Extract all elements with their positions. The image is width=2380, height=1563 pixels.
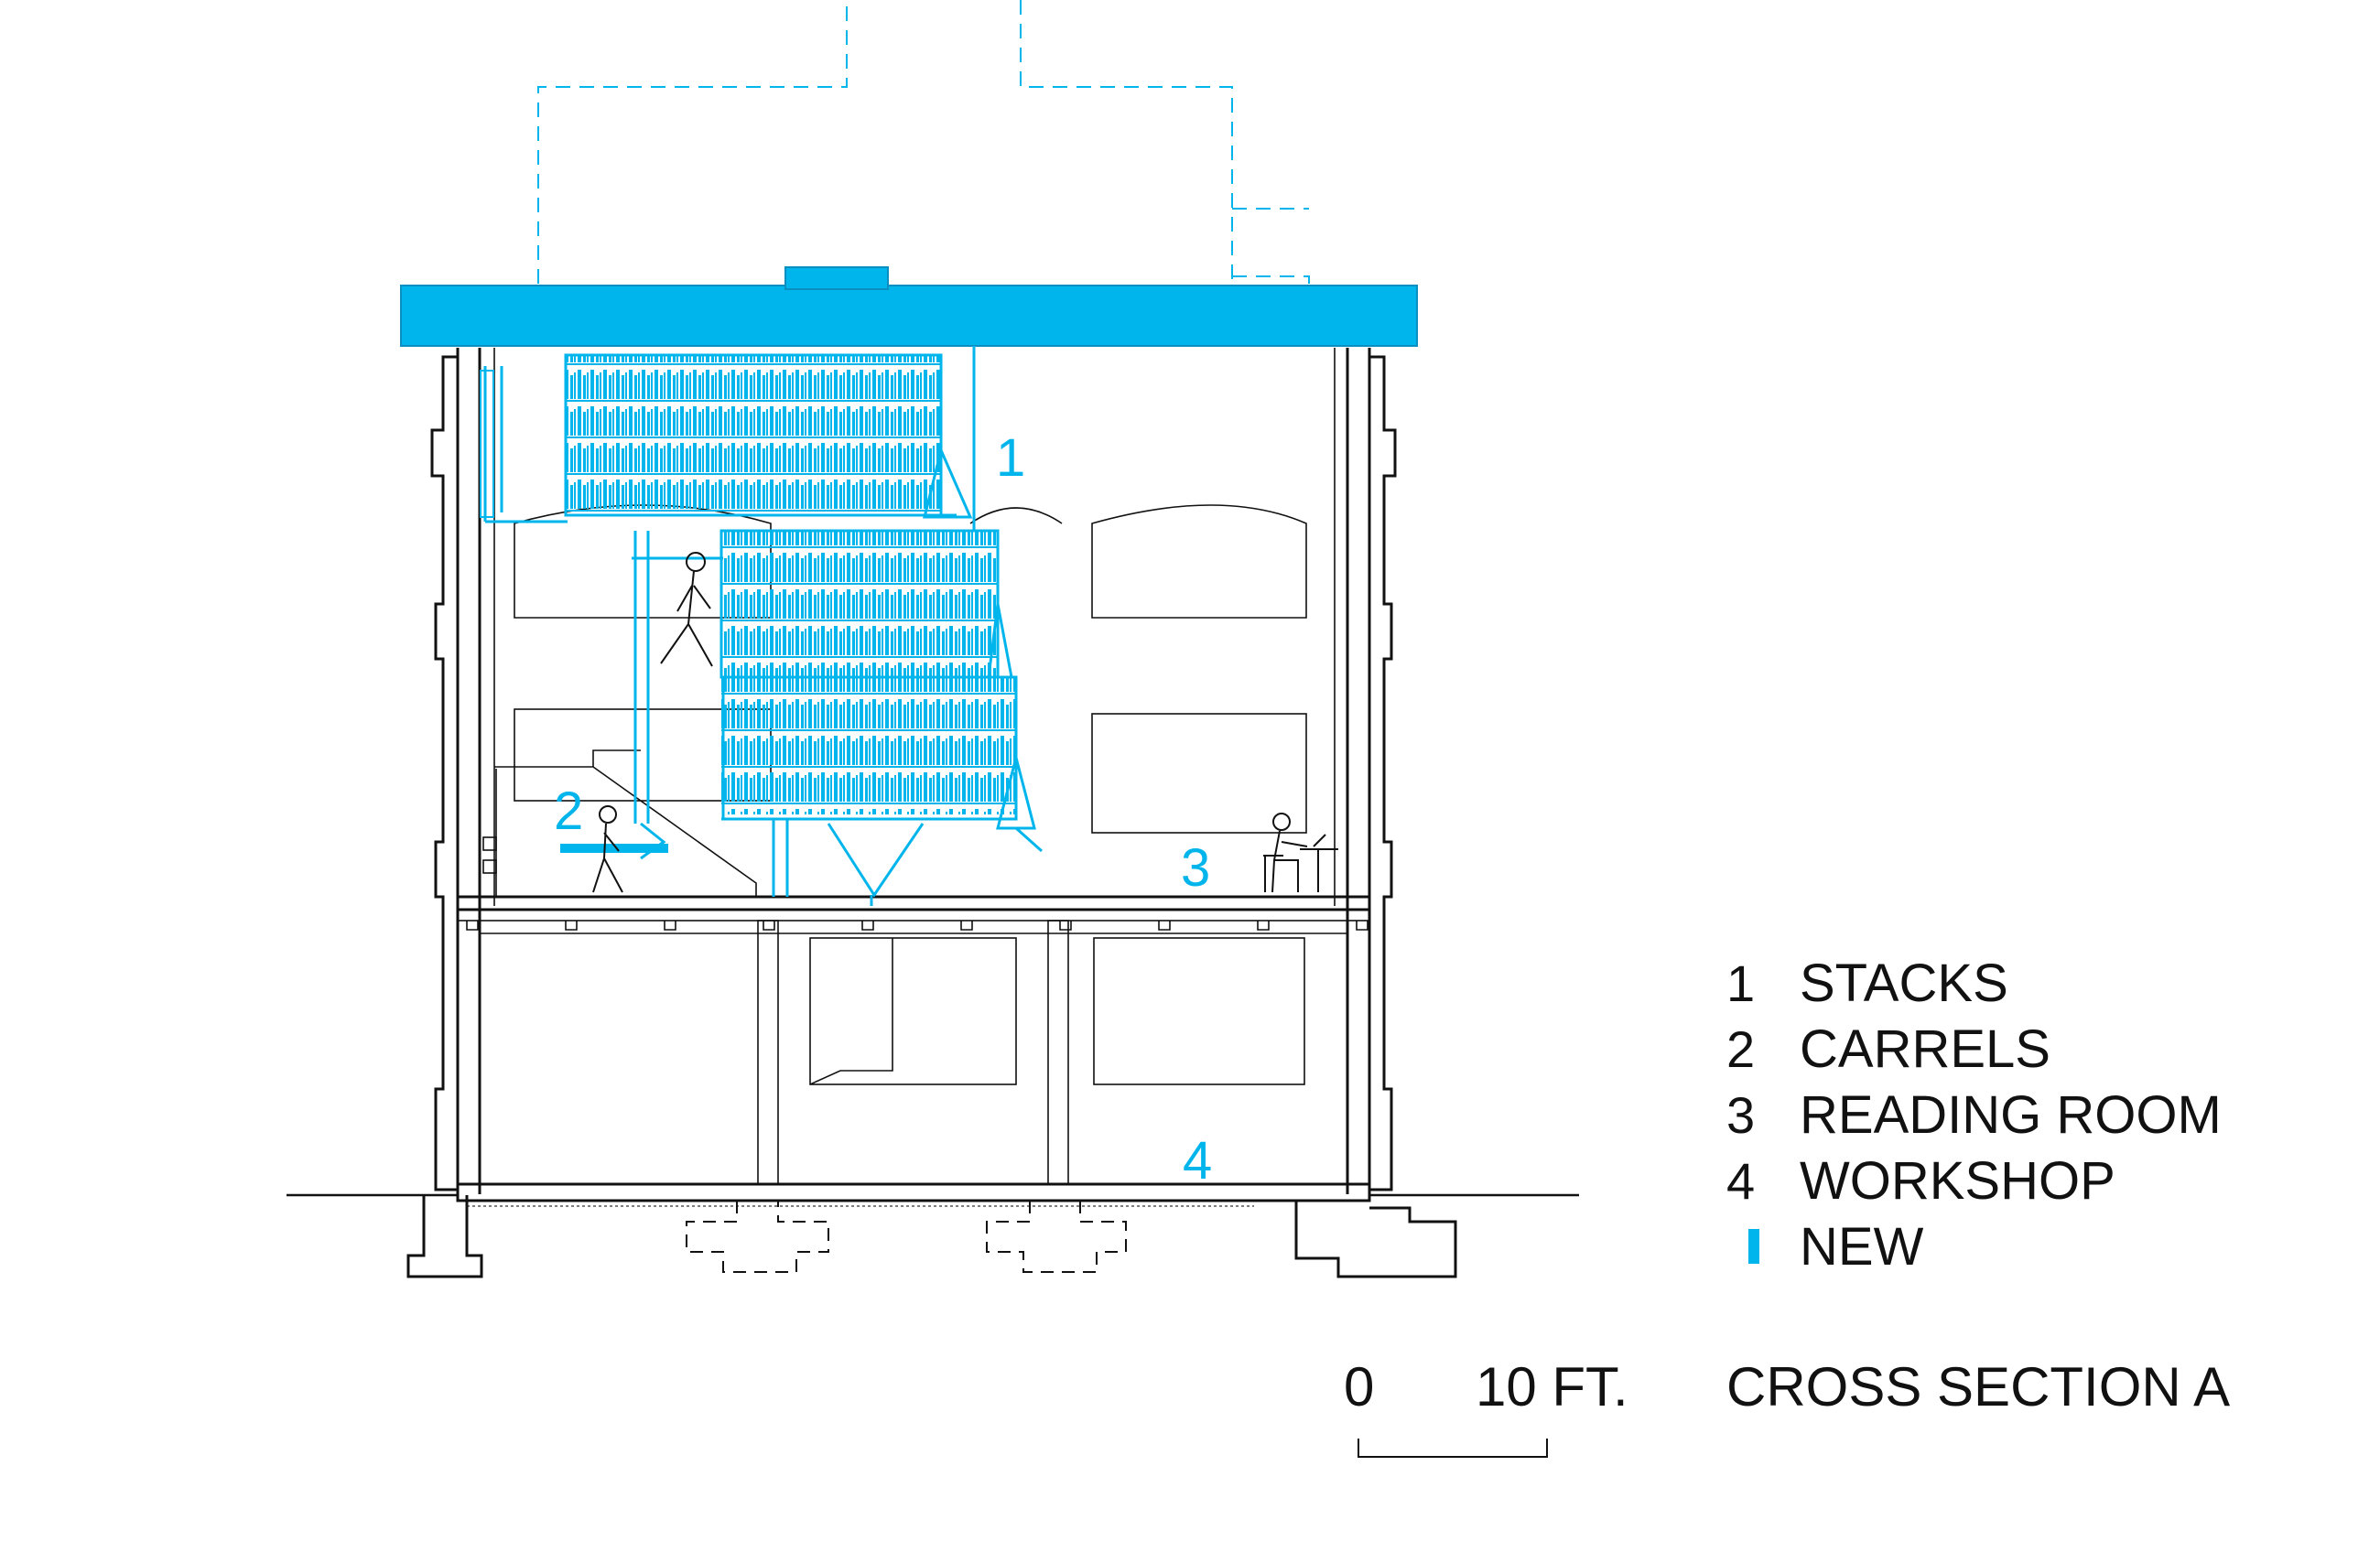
ghost-outline [537,0,1310,284]
floor-slab [456,895,1371,931]
drawing-title: CROSS SECTION A [1726,1356,2231,1417]
legend-number: 3 [1726,1085,1756,1144]
zone-marker-4: 4 [1183,1131,1213,1191]
legend-number: 1 [1726,954,1756,1012]
book-stacks [480,346,1043,906]
legend-label: WORKSHOP [1800,1150,2115,1211]
legend-item-reading-room: 3 READING ROOM [1726,1084,2222,1145]
legend-item-carrels: 2 CARRELS [1726,1019,2050,1079]
legend-item-new: NEW [1726,1216,1924,1277]
scale-end-label: 10 FT. [1476,1356,1628,1417]
human-figures [592,552,1338,893]
zone-marker-3: 3 [1181,838,1211,898]
stair [482,749,757,897]
new-color-swatch [1748,1229,1759,1264]
zone-marker-2: 2 [554,782,584,841]
legend-item-stacks: 1 STACKS [1726,953,2008,1013]
legend-label: CARRELS [1800,1019,2050,1079]
legend-number: 2 [1726,1019,1756,1078]
scale-start-label: 0 [1344,1356,1375,1417]
legend-label: NEW [1800,1216,1924,1277]
roof-slab [400,266,1418,347]
legend-label: READING ROOM [1800,1084,2222,1145]
legend-item-workshop: 4 WORKSHOP [1726,1150,2115,1211]
scale-bar [1358,1439,1548,1458]
zone-marker-1: 1 [996,428,1026,488]
legend-number: 4 [1726,1151,1756,1210]
lower-level [456,920,1371,1207]
foundations [406,1195,1457,1278]
legend-label: STACKS [1800,953,2008,1013]
